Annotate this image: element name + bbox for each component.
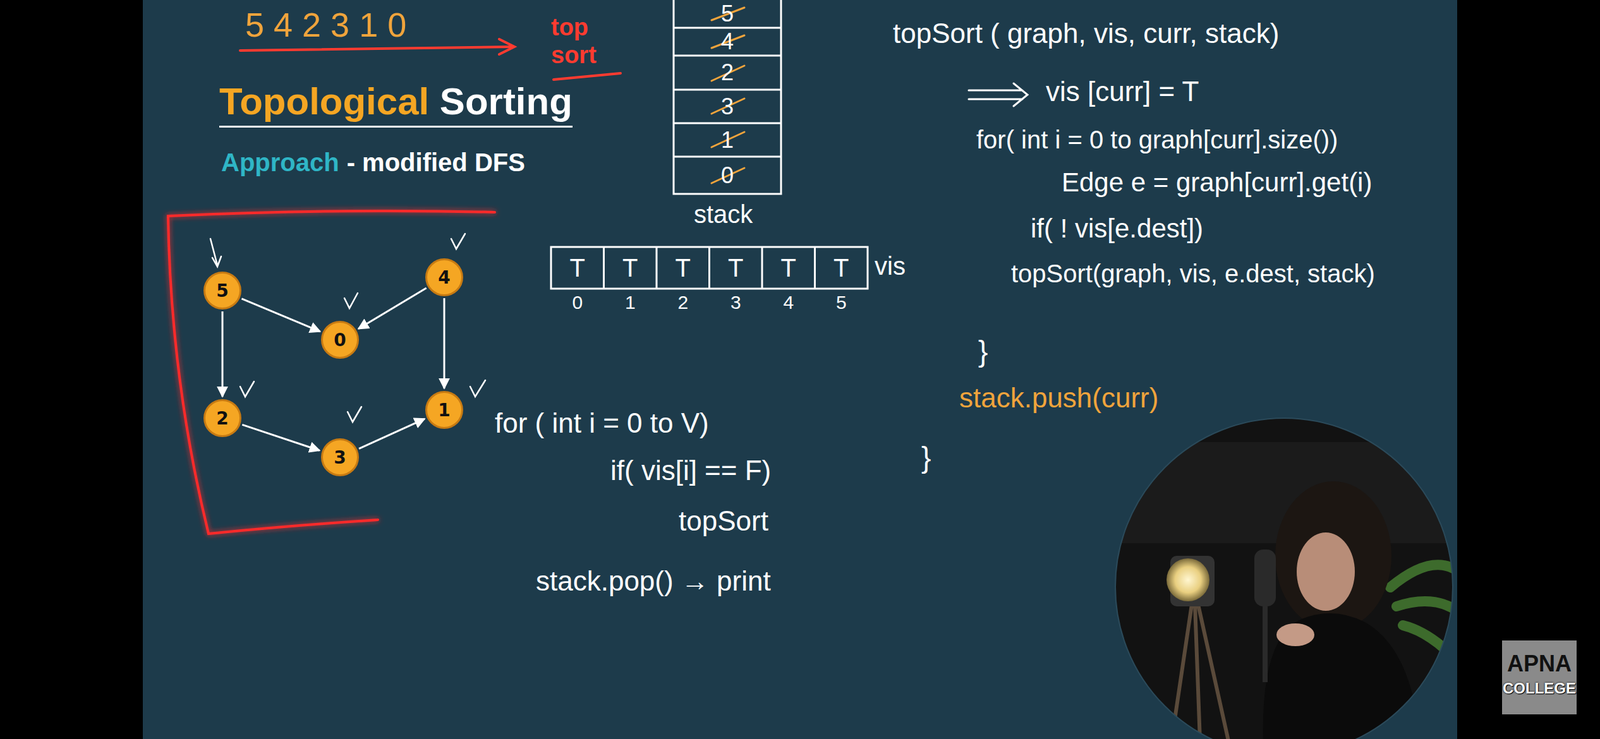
implies-arrow bbox=[968, 83, 1028, 107]
stack-cell: 3 bbox=[673, 89, 782, 124]
code-line: Edge e = graph[curr].get(i) bbox=[1061, 167, 1372, 198]
code-line: topSort(graph, vis, e.dest, stack) bbox=[1011, 259, 1376, 289]
stack-cell: 2 bbox=[673, 55, 782, 90]
code-line: topSort ( graph, vis, curr, stack) bbox=[892, 17, 1279, 50]
index-number: 1 bbox=[604, 291, 658, 315]
slide-title: Topological Sorting bbox=[219, 79, 573, 128]
vertex-number: 1 bbox=[437, 400, 450, 421]
code-line: stack.push(curr) bbox=[959, 382, 1159, 415]
presenter-camera bbox=[1115, 418, 1460, 739]
graph-vertex: 3 bbox=[321, 438, 359, 477]
stack-caption: stack bbox=[693, 199, 753, 229]
approach-label: Approach bbox=[221, 147, 340, 177]
stack-cell: 1 bbox=[673, 123, 782, 157]
vis-cell: T bbox=[551, 247, 605, 289]
vis-array-grid bbox=[551, 247, 868, 289]
code-line: for ( int i = 0 to V) bbox=[494, 407, 710, 440]
stack-cell: 4 bbox=[673, 27, 782, 56]
logo-text: APNA bbox=[1502, 650, 1577, 677]
vertex-number: 5 bbox=[216, 280, 229, 302]
index-number: 5 bbox=[815, 291, 869, 315]
stack-drawing bbox=[673, 0, 782, 194]
directed-edge bbox=[358, 288, 427, 330]
directed-edge bbox=[221, 311, 224, 397]
sort-underline bbox=[553, 73, 621, 80]
code-brace: } bbox=[978, 334, 988, 369]
logo-text: COLLEGE bbox=[1502, 679, 1577, 698]
vertex-number: 3 bbox=[333, 447, 346, 469]
approach-text: - modified DFS bbox=[346, 147, 526, 177]
vertex-number: 2 bbox=[216, 408, 229, 430]
red-note: top sort bbox=[551, 13, 624, 69]
stack-cell: 5 bbox=[673, 0, 782, 28]
code-line: if( vis[i] == F) bbox=[610, 454, 771, 488]
index-number: 3 bbox=[709, 291, 763, 315]
code-line: topSort bbox=[678, 505, 769, 538]
camera-border bbox=[1115, 418, 1453, 739]
vis-cell: T bbox=[604, 247, 658, 289]
graph-vertex: 1 bbox=[425, 391, 464, 430]
vis-cell: T bbox=[762, 247, 816, 289]
vis-cell: T bbox=[656, 247, 710, 289]
vertex-number: 0 bbox=[333, 329, 346, 351]
index-number: 2 bbox=[656, 291, 710, 315]
vis-cell: T bbox=[709, 247, 763, 289]
graph-vertex: 5 bbox=[203, 271, 242, 310]
graph-vertex: 2 bbox=[203, 399, 242, 438]
logo-box bbox=[1502, 640, 1577, 715]
vis-caption: vis bbox=[874, 251, 906, 281]
directed-edge bbox=[242, 424, 320, 451]
code-line: for( int i = 0 to graph[curr].size()) bbox=[976, 125, 1338, 155]
code-line: stack.pop() → print bbox=[535, 565, 771, 598]
graph-vertex: 0 bbox=[321, 321, 359, 359]
code-line: vis [curr] = T bbox=[1045, 75, 1199, 109]
code-line: if( ! vis[e.dest]) bbox=[1030, 213, 1204, 244]
highlight-bracket bbox=[168, 211, 495, 534]
directed-edge bbox=[358, 418, 425, 449]
vertex-number: 4 bbox=[437, 267, 450, 289]
directed-edge bbox=[443, 298, 446, 389]
index-number: 4 bbox=[762, 291, 816, 315]
order-result: 5 4 2 3 1 0 bbox=[245, 5, 407, 45]
directed-edge bbox=[241, 298, 320, 332]
vis-cell: T bbox=[815, 247, 869, 289]
index-number: 0 bbox=[551, 291, 605, 315]
graph-vertex: 4 bbox=[425, 258, 464, 297]
code-brace: } bbox=[921, 441, 931, 475]
stack-cell: 0 bbox=[673, 156, 782, 194]
